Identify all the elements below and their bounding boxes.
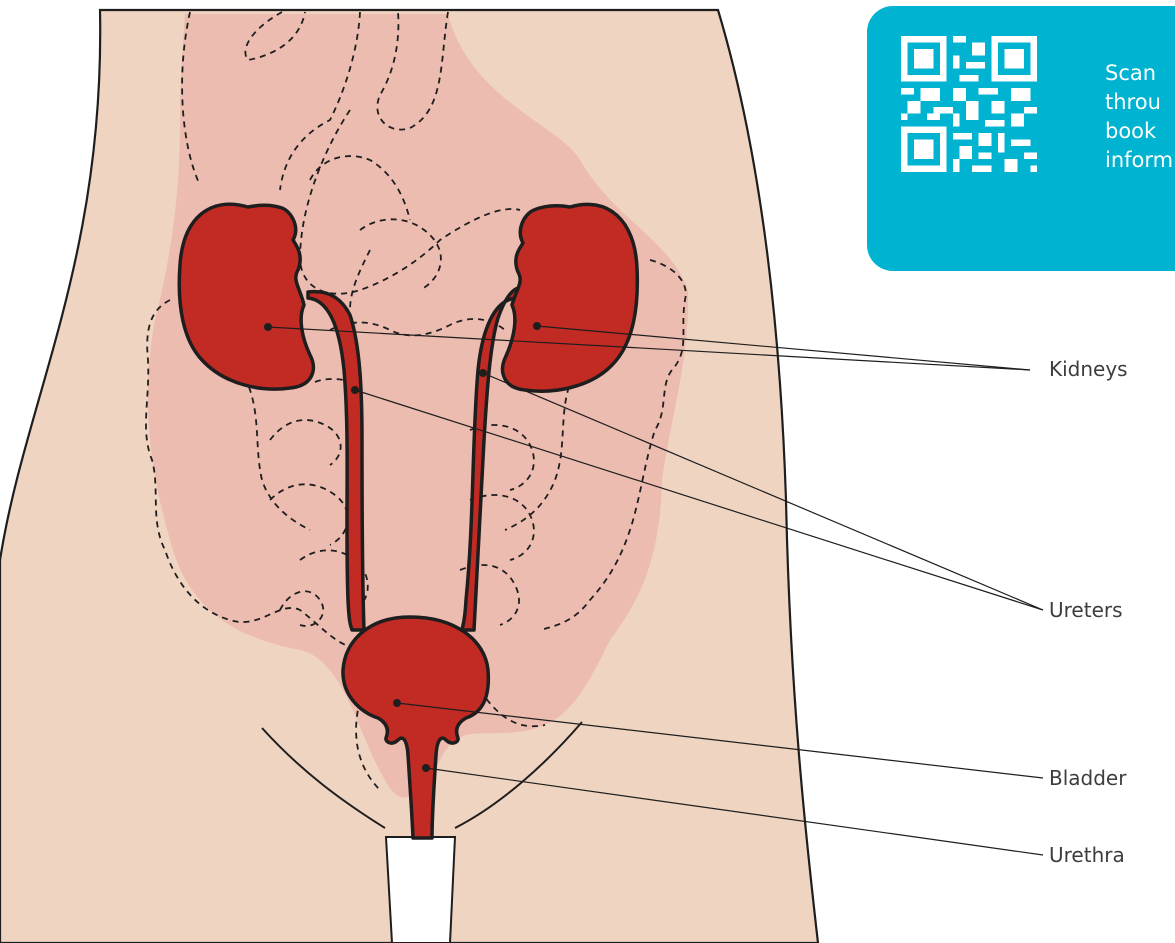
qr-text-line-4: inform — [1105, 146, 1175, 175]
qr-text-line-3: book — [1105, 117, 1175, 146]
label-kidneys: Kidneys — [1049, 357, 1128, 381]
qr-text-line-2: throu — [1105, 88, 1175, 117]
label-ureters: Ureters — [1049, 598, 1123, 622]
label-bladder: Bladder — [1049, 766, 1126, 790]
qr-card-text: Scan throu book inform — [1105, 59, 1175, 175]
qr-code-icon[interactable] — [901, 36, 1037, 172]
leg-gap — [386, 837, 455, 943]
qr-info-card[interactable]: Scan throu book inform — [867, 6, 1175, 271]
label-urethra: Urethra — [1049, 843, 1125, 867]
qr-text-line-1: Scan — [1105, 59, 1175, 88]
